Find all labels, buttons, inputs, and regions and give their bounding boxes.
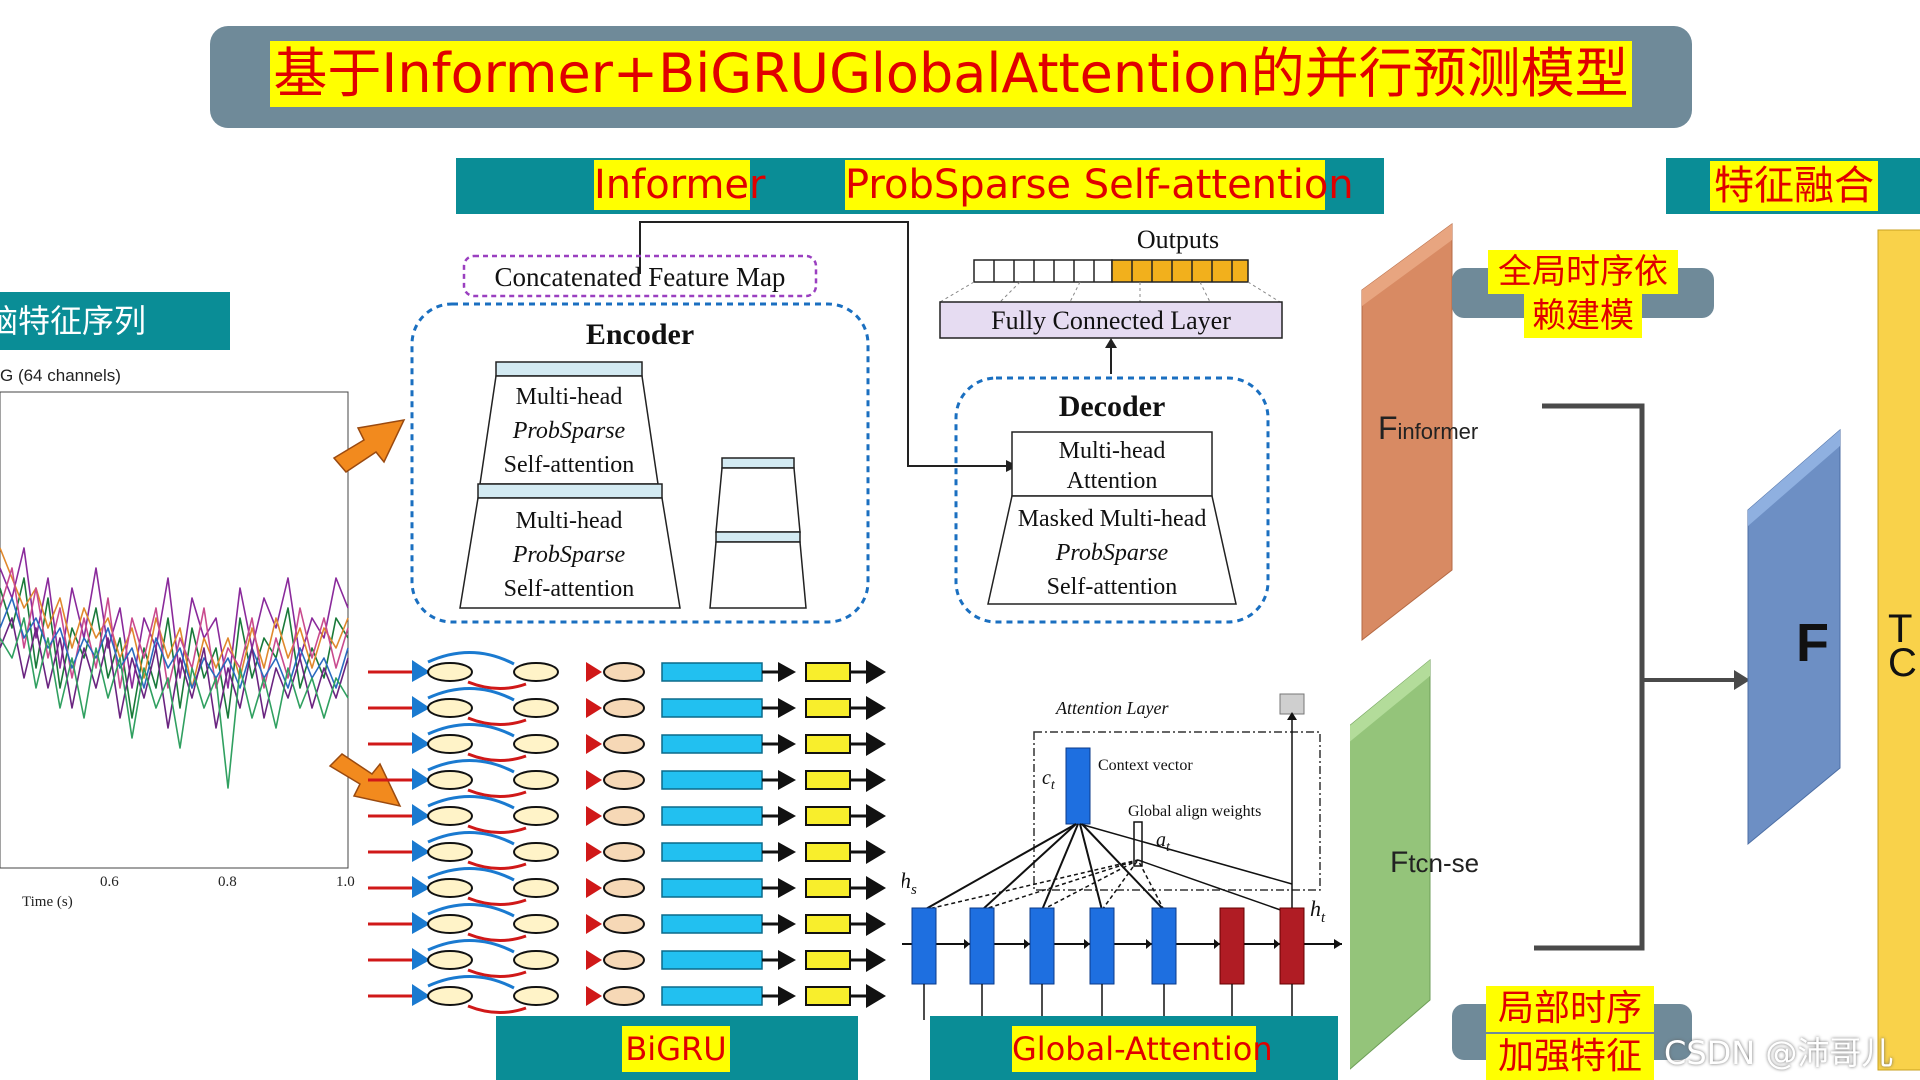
enc1-line1: Multi-head: [516, 384, 623, 410]
feature-sequence-header: 脑特征序列: [0, 302, 147, 340]
bigru-header: BiGRU: [622, 1026, 730, 1072]
bigru-diagram: [368, 651, 888, 1015]
dec-attn-line1: Multi-head: [1059, 438, 1166, 464]
eeg-chart-title: G (64 channels): [0, 366, 121, 385]
f-informer-label: Finformer: [1378, 410, 1479, 446]
global-dependency-line1: 全局时序依: [1488, 250, 1678, 294]
enc1-line2: ProbSparse: [512, 418, 626, 444]
ht-symbol: ht: [1310, 896, 1326, 926]
global-attention-diagram: Attention Layer ct Context vector Global…: [902, 693, 1342, 1020]
x-axis-label: Time (s): [22, 894, 73, 910]
enc2-line1: Multi-head: [516, 508, 623, 534]
dec-attn-line2: Attention: [1067, 468, 1158, 494]
x-tick-10: 1.0: [336, 874, 355, 890]
outputs-label: Outputs: [1137, 225, 1219, 254]
feature-sequence-header-bar: [0, 292, 230, 350]
x-tick-06: 0.6: [100, 874, 119, 890]
fusion-header: 特征融合: [1710, 161, 1878, 211]
decoder-title: Decoder: [1059, 390, 1166, 423]
encoder-title: Encoder: [586, 318, 694, 351]
page-title: 基于Informer+BiGRUGlobalAttention的并行预测模型: [270, 41, 1632, 107]
feature-panels: [1350, 223, 1920, 1071]
attention-layer-title: Attention Layer: [1055, 698, 1169, 718]
fc-layer-label: Fully Connected Layer: [991, 306, 1231, 335]
global-align-weights-label: Global align weights: [1128, 803, 1261, 820]
f-fused-label: F: [1796, 613, 1829, 673]
enc2-line2: ProbSparse: [512, 542, 626, 568]
global-attention-header: Global-Attention: [1012, 1026, 1273, 1072]
ct-symbol: ct: [1042, 767, 1056, 793]
dec-masked-line1: Masked Multi-head: [1018, 506, 1207, 532]
global-dependency-line2: 赖建模: [1524, 294, 1642, 338]
arrow-to-bigru-icon: [328, 753, 402, 808]
at-symbol: at: [1156, 829, 1171, 855]
enc2-line3: Self-attention: [504, 576, 635, 602]
local-feature-line1: 局部时序: [1486, 986, 1654, 1032]
dec-masked-line2: ProbSparse: [1055, 540, 1169, 566]
context-vector-label: Context vector: [1098, 757, 1193, 774]
informer-diagram: Concatenated Feature Map Encoder Multi-h…: [410, 221, 1283, 624]
probsparse-header: ProbSparse Self-attention: [845, 160, 1354, 210]
x-tick-08: 0.8: [218, 874, 237, 890]
dec-masked-line3: Self-attention: [1047, 574, 1178, 600]
watermark: CSDN @沛哥儿: [1664, 1034, 1894, 1072]
local-feature-line2: 加强特征: [1486, 1034, 1654, 1080]
eeg-signal-plot: 0.6 0.8 1.0 Time (s): [0, 391, 355, 910]
edge-label: TC: [1888, 607, 1917, 685]
hs-symbol: hs: [902, 868, 917, 898]
enc1-line3: Self-attention: [504, 452, 635, 478]
f-tcn-se-label: Ftcn-se: [1390, 846, 1480, 879]
arrow-to-encoder-icon: [332, 419, 406, 473]
informer-header: Informer: [594, 160, 766, 210]
concat-feature-map-label: Concatenated Feature Map: [495, 262, 786, 292]
